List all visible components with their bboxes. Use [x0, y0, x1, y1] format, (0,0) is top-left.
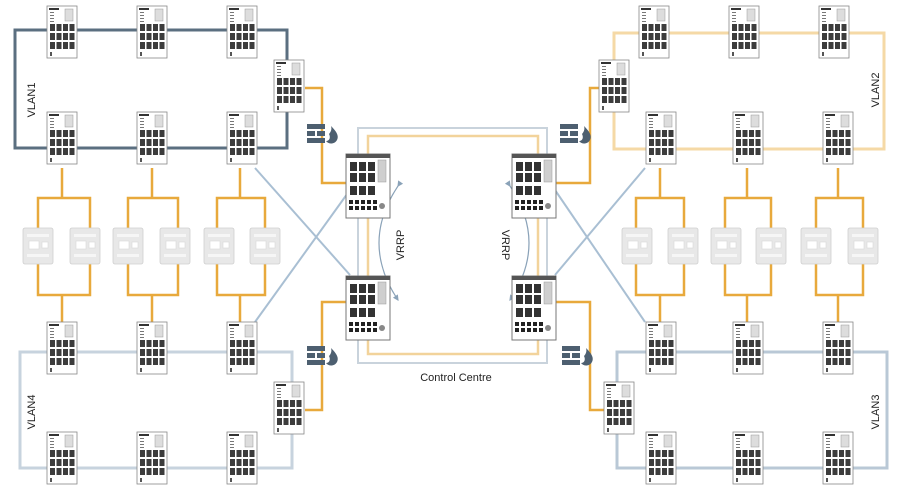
vlan3-label: VLAN3 [870, 395, 882, 430]
switch-vlan1-2 [136, 5, 168, 59]
switch-vlan3-2 [732, 321, 764, 375]
firewall-vlan3-icon [562, 346, 593, 366]
switch-vlan3-5 [732, 431, 764, 485]
io-device-11 [800, 227, 832, 265]
switch-vlan1-3 [226, 5, 258, 59]
core-switch-group [345, 153, 557, 341]
control-centre-inner-links [366, 134, 540, 356]
switch-vlan4-2 [136, 321, 168, 375]
switch-vlan4-6 [226, 431, 258, 485]
switch-vlan3-1 [645, 321, 677, 375]
switch-vlan4-5 [136, 431, 168, 485]
switch-vlan4-1 [46, 321, 78, 375]
io-device-8 [667, 227, 699, 265]
switch-vlan2-1 [638, 5, 670, 59]
switch-vlan3-3 [822, 321, 854, 375]
vlan4-label: VLAN4 [26, 395, 38, 430]
switch-vlan1-1 [46, 5, 78, 59]
control-centre-border [357, 127, 548, 364]
core-switch-right-top [511, 153, 557, 219]
switch-vlan1-6 [226, 111, 258, 165]
switch-vlan2-2 [728, 5, 760, 59]
io-device-2 [69, 227, 101, 265]
control-centre-label: Control Centre [420, 372, 492, 384]
vrrp-left-label: VRRP [395, 230, 407, 261]
io-device-10 [755, 227, 787, 265]
io-device-5 [203, 227, 235, 265]
switch-vlan3-6 [822, 431, 854, 485]
core-switch-left-top [345, 153, 391, 219]
switch-vlan2-uplink [598, 59, 630, 113]
switch-vlan2-5 [732, 111, 764, 165]
vlan1-label: VLAN1 [26, 83, 38, 118]
firewall-group [307, 124, 593, 366]
firewall-vlan1-icon [307, 124, 338, 144]
io-device-7 [621, 227, 653, 265]
switch-vlan3-4 [645, 431, 677, 485]
switch-vlan2-6 [822, 111, 854, 165]
switch-vlan4-4 [46, 431, 78, 485]
switch-vlan2-4 [645, 111, 677, 165]
core-switch-right-bottom [511, 275, 557, 341]
io-device-9 [710, 227, 742, 265]
switch-vlan1-5 [136, 111, 168, 165]
vrrp-left-arc [378, 180, 404, 301]
vrrp-right-label: VRRP [499, 230, 511, 261]
switch-vlan3-uplink [603, 381, 635, 435]
io-device-6 [249, 227, 281, 265]
core-switch-left-bottom [345, 275, 391, 341]
switch-vlan4-uplink [273, 381, 305, 435]
io-device-1 [22, 227, 54, 265]
io-device-12 [847, 227, 879, 265]
firewall-vlan2-icon [560, 124, 591, 144]
io-device-group [22, 227, 879, 265]
blue-cross-links [254, 167, 646, 323]
switch-vlan1-4 [46, 111, 78, 165]
switch-group [46, 5, 854, 485]
io-device-3 [112, 227, 144, 265]
switch-vlan1-uplink [273, 59, 305, 113]
io-device-4 [159, 227, 191, 265]
firewall-vlan4-icon [307, 346, 338, 366]
switch-vlan4-3 [226, 321, 258, 375]
vlan2-label: VLAN2 [870, 73, 882, 108]
switch-vlan2-3 [818, 5, 850, 59]
